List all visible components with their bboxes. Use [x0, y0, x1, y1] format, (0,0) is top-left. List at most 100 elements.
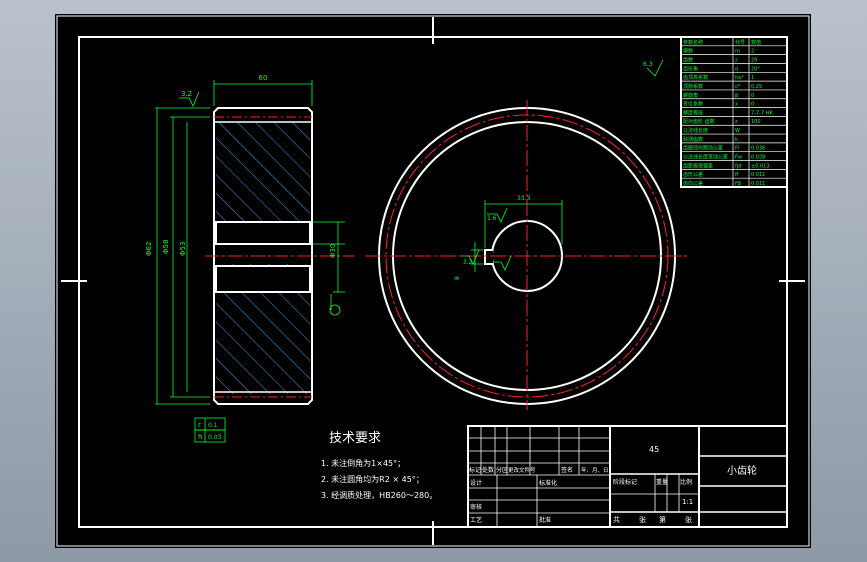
- section-outline: [213, 107, 313, 405]
- tb-scale: 1:1: [682, 498, 693, 506]
- tol-r-label: r: [198, 421, 201, 429]
- param-cell: ff: [735, 172, 739, 178]
- tech-req-item-1: 1. 未注倒角为1×45°；: [321, 458, 405, 468]
- tech-req-item-2: 2. 未注圆角均为R2 × 45°；: [321, 474, 424, 484]
- param-cell: Fr: [735, 146, 741, 152]
- tb-sheet-total: 共: [613, 515, 620, 524]
- sheet-trim: [56, 15, 810, 547]
- tb-sheet-zhang1: 张: [639, 515, 646, 524]
- tb-row-count: 处数: [482, 466, 494, 474]
- param-cell: 数值: [751, 39, 761, 46]
- param-cell: 0.25: [751, 84, 762, 90]
- gear-front-view[interactable]: 33.3 8 1.6 3.2 6.3: [365, 59, 687, 410]
- param-table-border: [680, 36, 788, 188]
- dim-bore: Φ30: [329, 244, 337, 258]
- param-cell: x: [735, 102, 738, 108]
- tb-standard: 标准化: [539, 479, 557, 487]
- param-cell: α: [735, 66, 739, 72]
- param-cell: 公法线长度变动公差: [683, 154, 728, 161]
- tb-row-date: 年、月、日: [581, 466, 609, 474]
- tol-f-label: h: [198, 433, 202, 441]
- gear-section-view[interactable]: 60 Φ62 Φ58 Φ53 Φ30 3.2 r 0.1 h 0.03: [145, 74, 355, 443]
- tb-weight: 重量: [656, 478, 668, 486]
- param-cell: 20°: [751, 66, 760, 72]
- dim-root-dia: Φ53: [179, 242, 187, 256]
- param-cell: k: [735, 137, 738, 143]
- param-cell: 配对齿轮 齿数: [683, 118, 715, 125]
- param-cell: 0.011: [751, 172, 765, 178]
- keyway: [484, 249, 493, 265]
- title-block-text: 45 小齿轮 标记 处数 分区 更改文件号 签名 年、月、日 设计 标准化 审核…: [469, 445, 757, 524]
- param-cell: 齿距极限偏差: [683, 162, 713, 169]
- section-hatch-top: [216, 122, 310, 222]
- param-cell: 齿顶高系数: [683, 74, 708, 81]
- front-dimensions: [461, 59, 664, 272]
- param-cell: 0: [751, 93, 754, 99]
- title-block[interactable]: [467, 425, 788, 528]
- gear-drawing: 60 Φ62 Φ58 Φ53 Φ30 3.2 r 0.1 h 0.03: [56, 15, 810, 547]
- bore-upper: [215, 221, 311, 245]
- param-cell: 齿圈径向跳动公差: [683, 145, 723, 152]
- cad-viewport[interactable]: 60 Φ62 Φ58 Φ53 Φ30 3.2 r 0.1 h 0.03: [55, 14, 811, 548]
- param-cell: W: [735, 128, 740, 134]
- param-cell: Fw: [735, 155, 742, 161]
- param-cell: 跨测齿数: [683, 136, 703, 143]
- tol-r-value: 0.1: [208, 422, 218, 429]
- roughness-key: 3.2: [463, 259, 473, 266]
- tb-part-name: 小齿轮: [727, 464, 757, 477]
- param-cell: 模数: [683, 48, 693, 55]
- param-cell: 1: [751, 75, 754, 81]
- technical-requirements: 技术要求 1. 未注倒角为1×45°； 2. 未注圆角均为R2 × 45°； 3…: [321, 431, 437, 500]
- param-cell: 螺旋角: [683, 92, 698, 99]
- param-cell: 精度等级: [683, 109, 703, 116]
- param-cell: 齿向公差: [683, 180, 703, 187]
- param-cell: ha*: [735, 75, 744, 81]
- param-cell: 100: [751, 119, 761, 125]
- param-cell: 参数名称: [683, 39, 703, 46]
- param-cell: 公法线长度: [683, 127, 708, 134]
- dim-pitch-dia: Φ58: [162, 240, 170, 254]
- dim-width: 60: [259, 74, 268, 82]
- tb-process: 工艺: [470, 516, 482, 524]
- param-cell: 0: [751, 102, 754, 108]
- tb-row-change: 更改文件号: [508, 466, 536, 474]
- param-cell: Fβ: [735, 181, 741, 187]
- tb-material: 45: [649, 445, 659, 454]
- tech-req-heading: 技术要求: [329, 431, 381, 446]
- param-cell: 2: [751, 49, 754, 55]
- tb-sheet-no: 第: [659, 515, 666, 524]
- roughness-symbol-side: [179, 91, 200, 107]
- param-cell: 顶隙系数: [683, 83, 703, 90]
- centering-marks: [61, 17, 805, 545]
- param-cell: β: [735, 93, 738, 99]
- param-cell: 代号: [735, 39, 745, 46]
- tech-req-item-3: 3. 经调质处理，HB260～280。: [321, 490, 437, 500]
- param-cell: 齿形公差: [683, 171, 703, 178]
- tb-review: 审核: [470, 503, 482, 511]
- param-cell: 29: [751, 57, 757, 63]
- tb-design: 设计: [470, 479, 482, 487]
- param-cell: 0.028: [751, 155, 765, 161]
- param-cell: 0.036: [751, 146, 765, 152]
- bore-lower: [215, 265, 311, 293]
- param-cell: z: [735, 119, 738, 125]
- tb-stage: 阶段标记: [613, 478, 637, 486]
- tb-row-mark: 标记: [469, 466, 481, 474]
- roughness-bore: 1.6: [487, 215, 497, 222]
- param-cell: 齿数: [683, 56, 693, 63]
- param-cell: fpt: [735, 163, 742, 169]
- dim-keyway-width: 8: [454, 276, 461, 280]
- dim-tip-dia: Φ62: [145, 242, 153, 256]
- dim-keyway-depth: 33.3: [517, 195, 531, 202]
- roughness-general: 6.3: [643, 61, 653, 68]
- param-cell: c*: [735, 84, 741, 90]
- param-cell: 变位系数: [683, 101, 703, 108]
- tb-ratio: 比例: [680, 478, 692, 486]
- param-cell: 0.011: [751, 181, 765, 187]
- param-cell: m: [735, 49, 740, 55]
- tb-row-zone: 分区: [496, 466, 508, 474]
- tb-sheet-zhang2: 张: [685, 515, 692, 524]
- section-dimensions: [155, 80, 345, 443]
- param-cell: z: [735, 57, 738, 63]
